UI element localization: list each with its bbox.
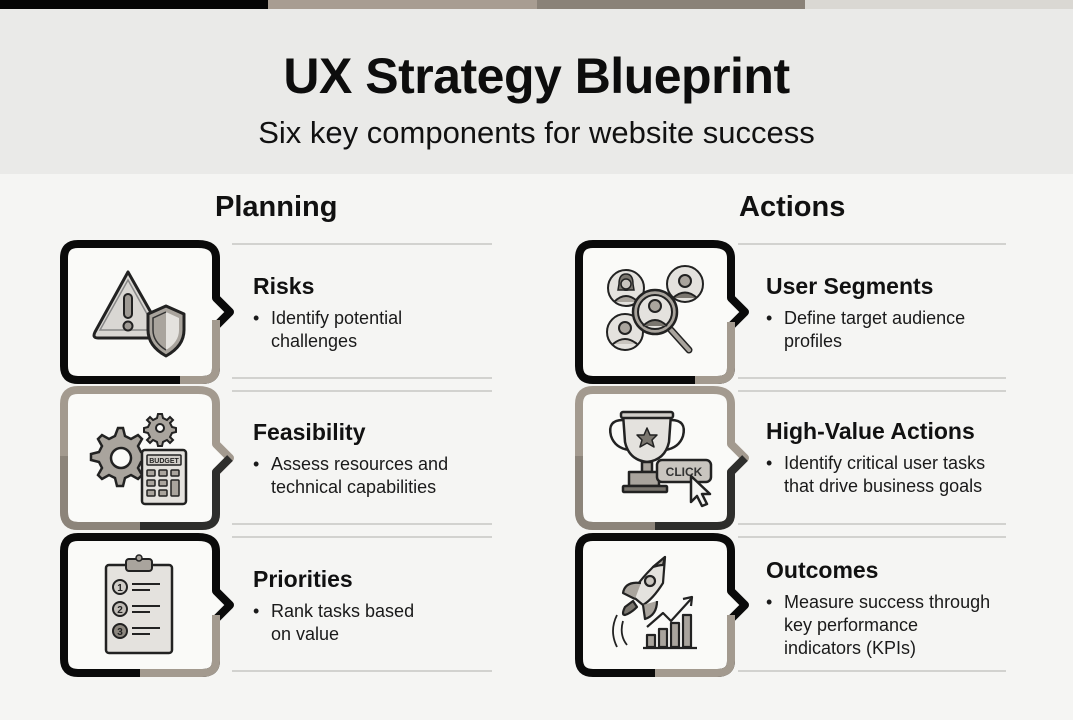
divider: [232, 243, 492, 245]
item-bullet-feasibility: • Assess resources and technical capabil…: [253, 454, 449, 497]
divider: [232, 390, 492, 392]
item-bullet-risks: • Identify potential challenges: [253, 308, 403, 351]
card-priorities: 1 2 3: [60, 533, 236, 679]
divider: [738, 523, 1006, 525]
trophy-click-icon: CLICK: [609, 410, 713, 508]
card-user-segments: [575, 240, 751, 386]
header-band: UX Strategy Blueprint Six key components…: [0, 9, 1073, 174]
svg-text:CLICK: CLICK: [666, 465, 703, 479]
top-bar-segment-taupe: [268, 0, 537, 9]
divider: [738, 390, 1006, 392]
item-title-feasibility: Feasibility: [253, 419, 366, 445]
gears-budget-calculator-icon: BUDGET: [89, 413, 188, 506]
top-color-bar: [0, 0, 1073, 9]
svg-text:2: 2: [117, 605, 123, 616]
card-risks: [60, 240, 236, 386]
card-feasibility: BUDGET: [60, 386, 236, 532]
rocket-growth-chart-icon: [612, 555, 697, 650]
item-bullet-user-segments: • Define target audience profiles: [766, 308, 966, 351]
svg-text:3: 3: [117, 627, 123, 638]
svg-text:1: 1: [117, 583, 123, 594]
numbered-clipboard-icon: 1 2 3: [104, 554, 174, 655]
item-title-risks: Risks: [253, 273, 315, 299]
card-high-value-actions: CLICK: [575, 386, 751, 532]
svg-text:BUDGET: BUDGET: [149, 458, 179, 465]
card-outcomes: [575, 533, 751, 679]
divider: [738, 243, 1006, 245]
divider: [232, 670, 492, 672]
divider: [232, 377, 492, 379]
user-search-icon: [606, 265, 704, 354]
item-title-outcomes: Outcomes: [766, 557, 879, 583]
warning-shield-icon: [92, 270, 186, 358]
item-title-high-value-actions: High-Value Actions: [766, 418, 975, 444]
item-bullet-priorities: • Rank tasks based on value: [253, 601, 415, 644]
top-bar-segment-gray-brown: [536, 0, 805, 9]
top-bar-segment-light-gray: [804, 0, 1073, 9]
column-title-planning: Planning: [215, 191, 338, 223]
divider: [738, 377, 1006, 379]
divider: [738, 536, 1006, 538]
divider: [232, 523, 492, 525]
page-subtitle: Six key components for website success: [258, 115, 815, 150]
item-bullet-high-value-actions: • Identify critical user tasks that driv…: [766, 453, 986, 496]
item-bullet-outcomes: • Measure success through key performanc…: [766, 592, 991, 658]
top-bar-segment-black: [0, 0, 269, 9]
column-title-actions: Actions: [739, 191, 846, 223]
page-title: UX Strategy Blueprint: [283, 48, 790, 104]
item-title-priorities: Priorities: [253, 566, 353, 592]
divider: [232, 536, 492, 538]
speech-bubble-frame: [575, 533, 749, 677]
divider: [738, 670, 1006, 672]
item-title-user-segments: User Segments: [766, 273, 934, 299]
